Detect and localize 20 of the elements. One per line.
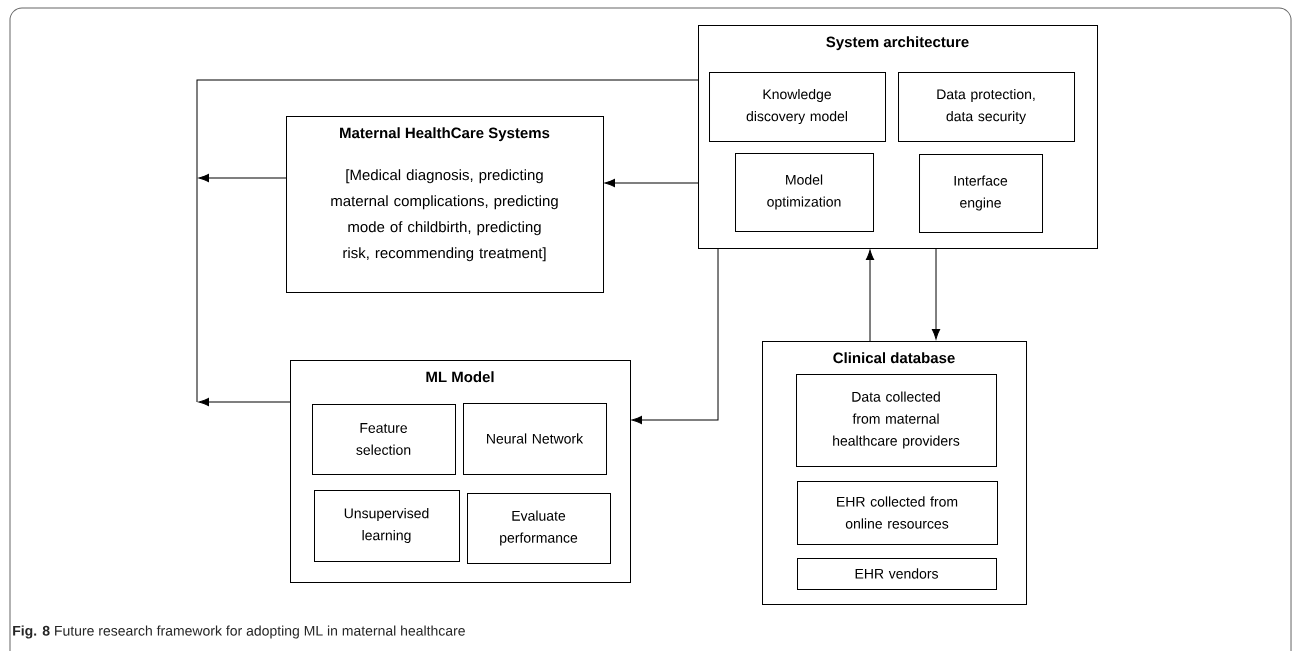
arrow bbox=[931, 247, 941, 340]
arrow bbox=[198, 173, 287, 183]
component-box: Model optimization bbox=[735, 153, 874, 232]
arrow bbox=[865, 249, 875, 342]
arrow bbox=[604, 178, 699, 188]
component-box: Feature selection bbox=[312, 404, 456, 475]
component-box: Unsupervised learning bbox=[314, 490, 460, 562]
component-box: Interface engine bbox=[919, 154, 1043, 233]
component-box: Knowledge discovery model bbox=[709, 72, 886, 142]
component-box: EHR vendors bbox=[797, 558, 997, 590]
component-box: Data protection, data security bbox=[898, 72, 1075, 142]
figure-caption: Fig. 8 Future research framework for adopting ML in maternal healthcare bbox=[13, 625, 465, 639]
component-box: EHR collected from online resources bbox=[797, 481, 998, 545]
arrow bbox=[198, 397, 291, 407]
system-box: Maternal HealthCare Systems [Medical diagnosis, predicting maternal complications, predicting mode of childbirth, predicting risk, recommending treatment] bbox=[286, 116, 604, 293]
component-box: Neural Network bbox=[463, 403, 607, 475]
arrow bbox=[631, 247, 719, 425]
component-box: Data collected from maternal healthcare providers bbox=[796, 374, 997, 467]
component-box: Evaluate performance bbox=[467, 493, 611, 564]
connector-line bbox=[196, 79, 699, 403]
